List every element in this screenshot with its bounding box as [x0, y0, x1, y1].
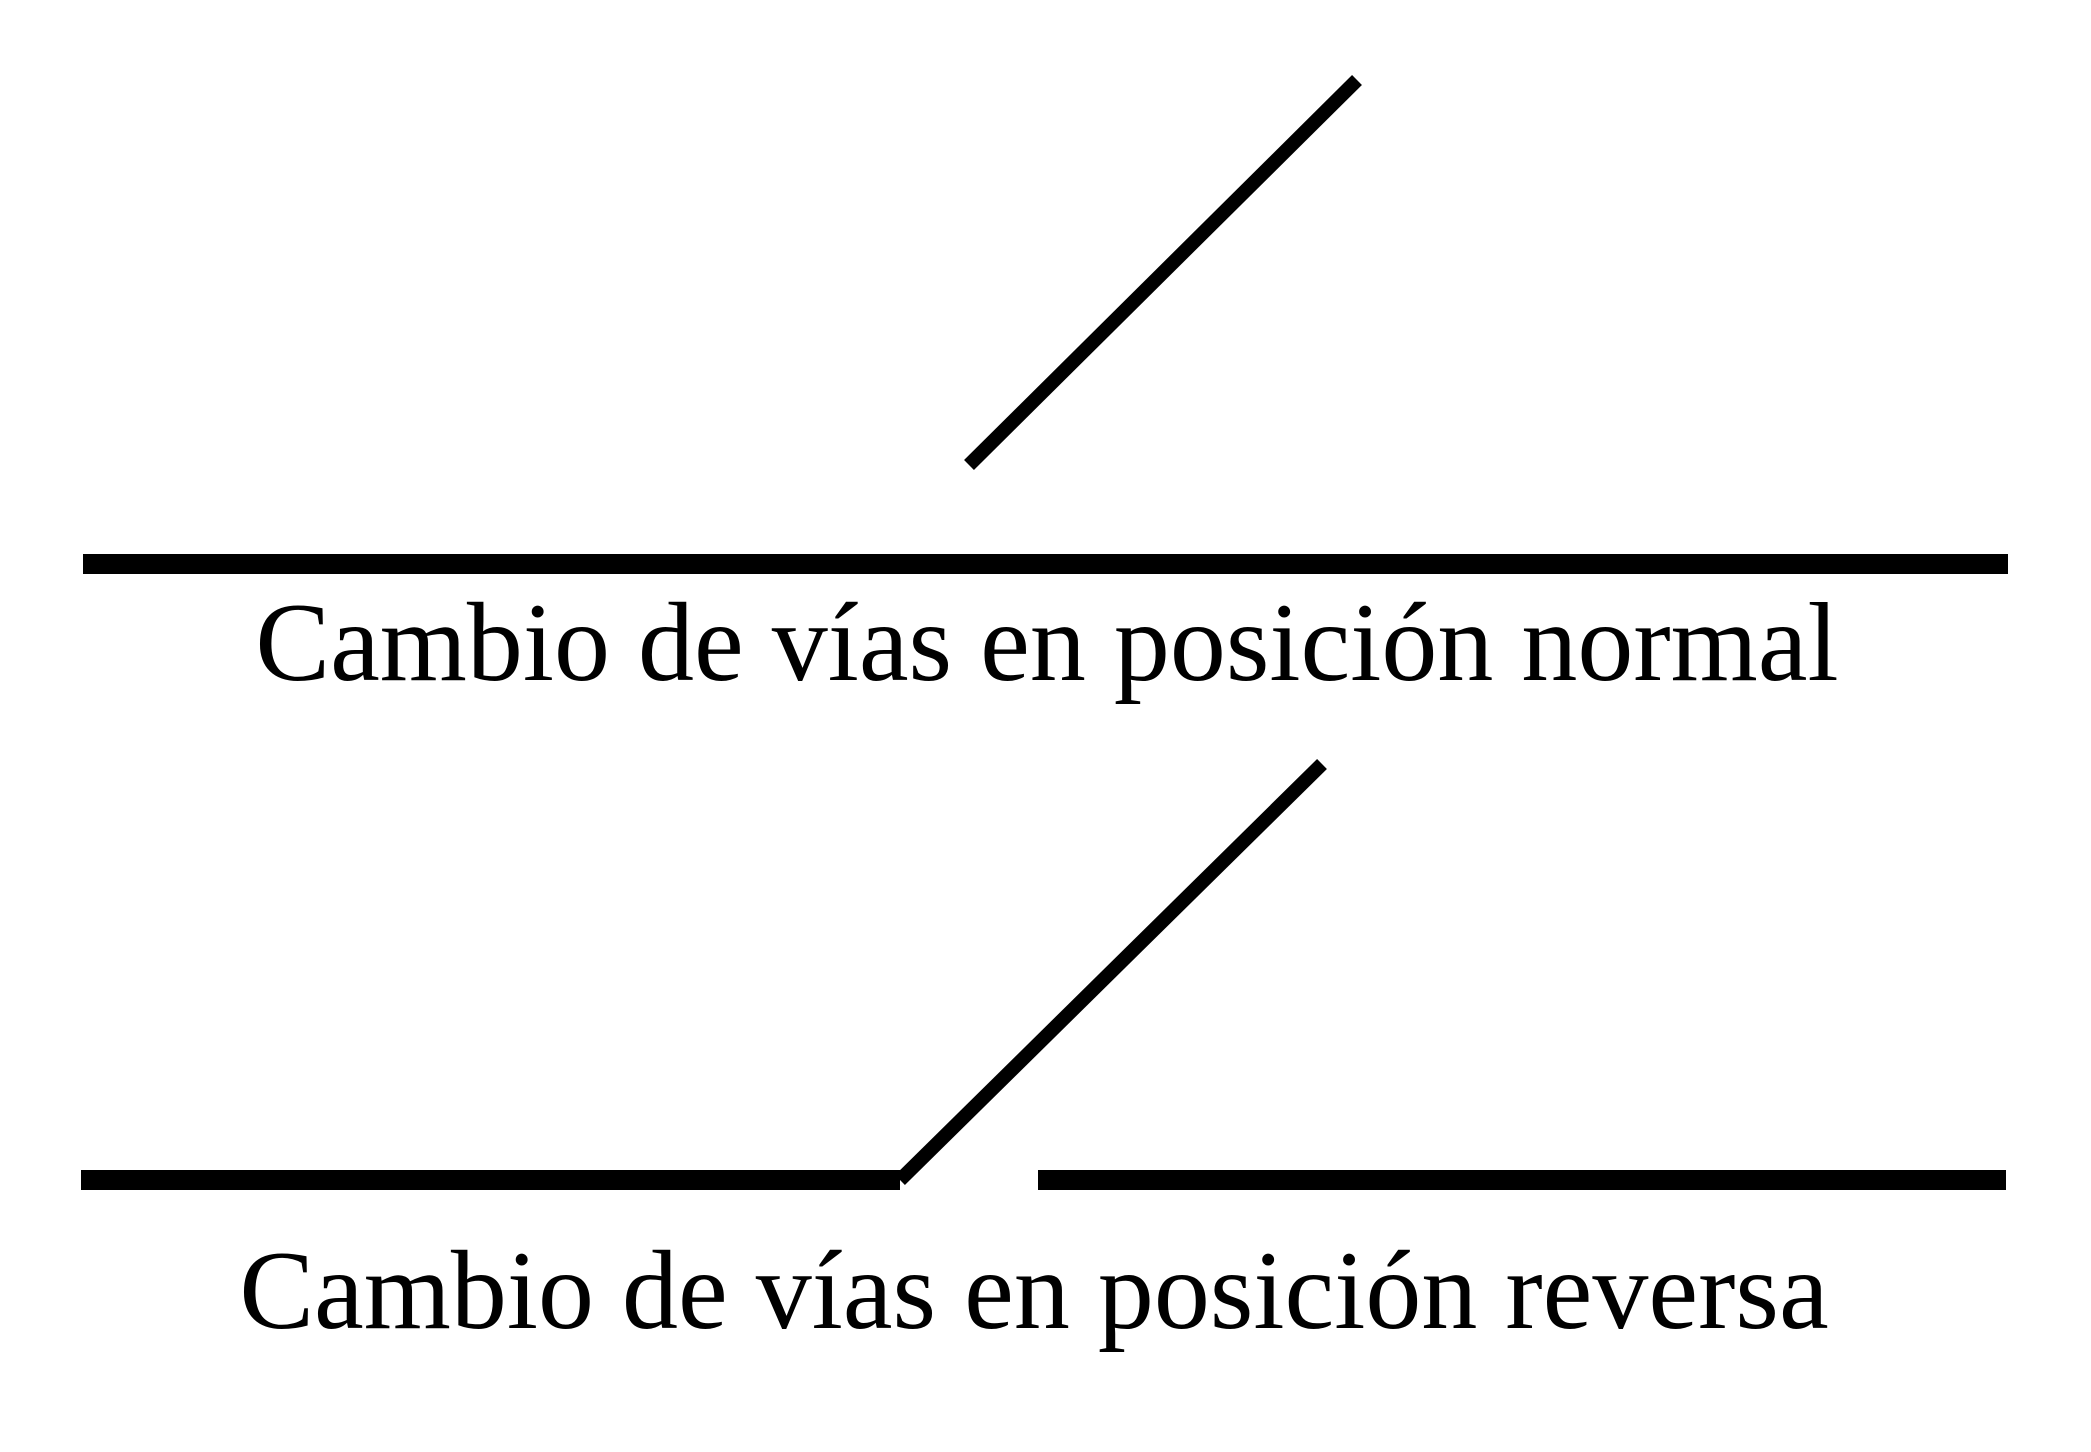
- switch-normal-position: Cambio de vías en posición normal: [83, 75, 2008, 705]
- switch-reverse-position: Cambio de vías en posición reversa: [81, 759, 2006, 1353]
- reverse-diverging-track: [895, 759, 1327, 1185]
- normal-diverging-track: [964, 75, 1362, 470]
- normal-position-caption: Cambio de vías en posición normal: [255, 581, 1838, 705]
- reverse-position-caption: Cambio de vías en posición reversa: [239, 1229, 1828, 1353]
